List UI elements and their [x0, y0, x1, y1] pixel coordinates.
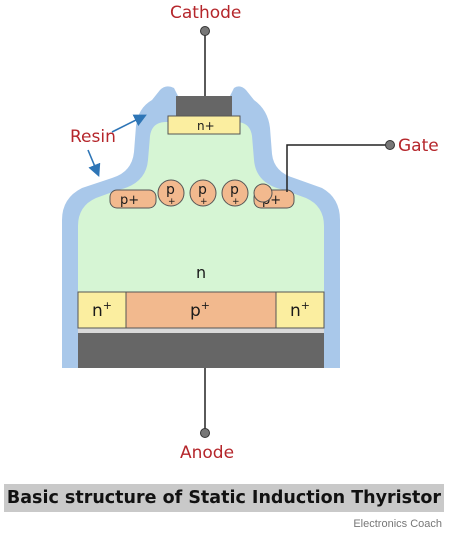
n-plus-top-label: n+ [197, 119, 215, 133]
anode-label: Anode [180, 443, 234, 463]
n-plus-right-region [275, 291, 325, 329]
svg-text:p: p [230, 182, 239, 198]
svg-text:+: + [200, 197, 208, 207]
n-plus-right-label: n+ [290, 299, 310, 321]
gate-lead [286, 144, 389, 192]
caption-text: Basic structure of Static Induction Thyr… [6, 488, 442, 508]
svg-text:p: p [166, 182, 175, 198]
anode-contact-strip [78, 327, 324, 333]
p-grid-2: p + [189, 179, 217, 207]
n-plus-top-region [167, 115, 241, 135]
cathode-label: Cathode [170, 3, 241, 23]
p-plus-gate-left-region [109, 189, 157, 209]
anode-terminal [200, 428, 210, 438]
p-grid-3: p + [221, 179, 249, 207]
n-plus-left-label: n+ [92, 299, 112, 321]
svg-text:+: + [168, 197, 176, 207]
gate-label: Gate [398, 136, 439, 156]
gate-terminal [385, 140, 395, 150]
p-plus-center-label: p+ [190, 299, 210, 321]
p-grid-4 [253, 183, 273, 203]
resin-arrow-lower [87, 149, 101, 177]
anode-metal [78, 332, 324, 368]
resin-label: Resin [70, 127, 116, 147]
svg-text:+: + [232, 197, 240, 207]
resin-arrow-upper [111, 114, 147, 133]
cathode-metal [176, 96, 232, 116]
cathode-terminal [200, 26, 210, 36]
caption-bar: Basic structure of Static Induction Thyr… [4, 484, 444, 512]
svg-text:p: p [198, 182, 207, 198]
p-grid-1: p + [157, 179, 185, 207]
n-plus-left-region [77, 291, 127, 329]
credit-text: Electronics Coach [353, 518, 442, 530]
n-base-label: n [196, 263, 206, 282]
p-plus-gate-left-label: p+ [120, 193, 139, 208]
